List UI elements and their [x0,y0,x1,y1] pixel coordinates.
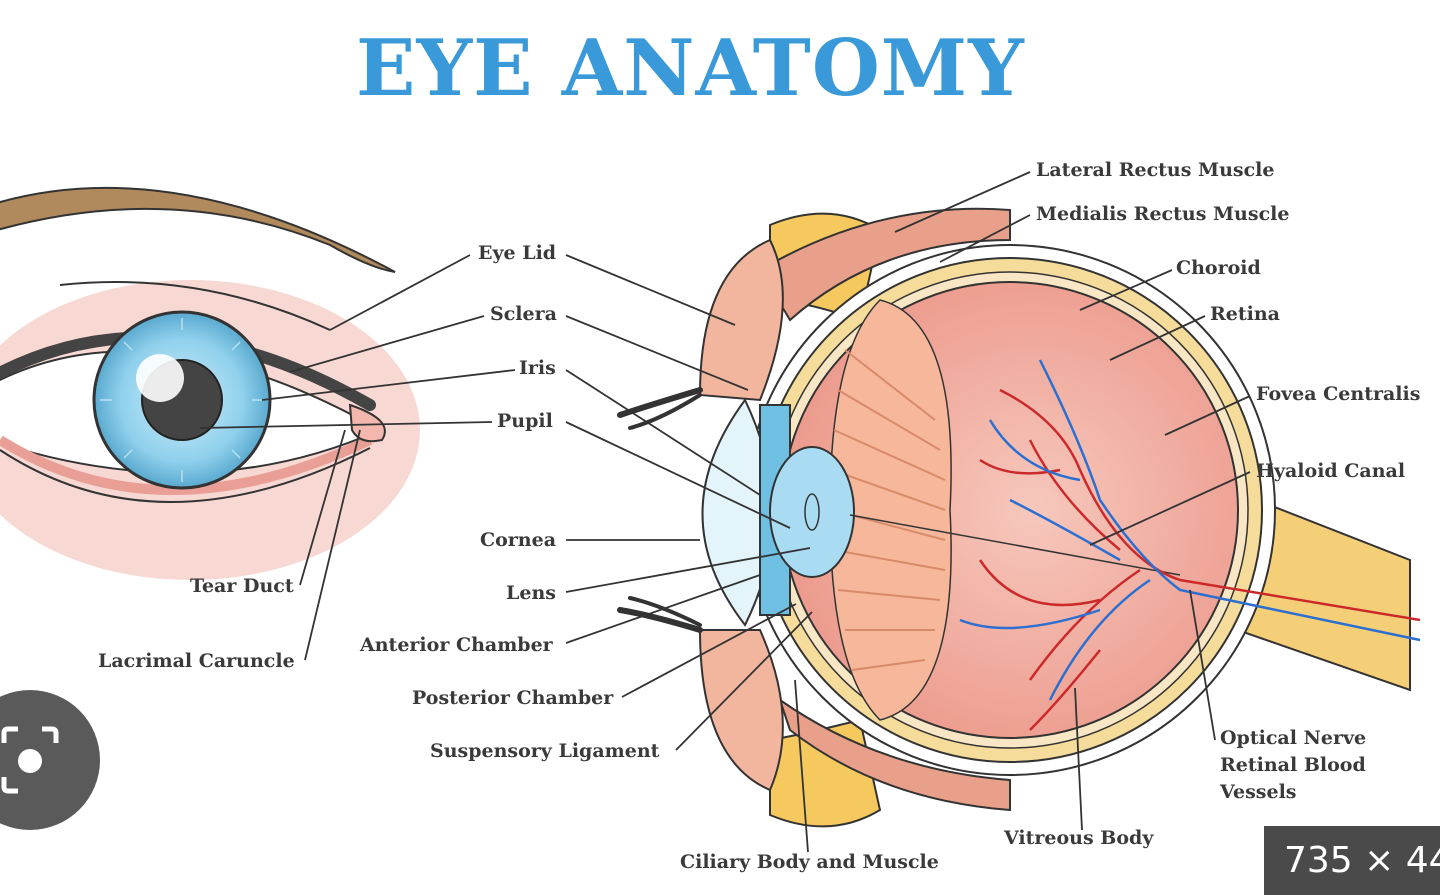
label-lens: Lens [506,582,556,604]
label-ciliary-body: Ciliary Body and Muscle [680,851,939,873]
label-suspensory-ligament: Suspensory Ligament [430,740,660,762]
label-vessels: Vessels [1220,781,1297,803]
label-lacrimal-caruncle: Lacrimal Caruncle [98,650,295,672]
label-medialis-rectus: Medialis Rectus Muscle [1036,203,1290,225]
label-tear-duct: Tear Duct [190,575,294,597]
lens [769,446,855,578]
label-hyaloid: Hyaloid Canal [1256,460,1406,482]
label-cornea: Cornea [480,529,557,551]
front-eye-illustration [0,187,420,580]
label-optical-nerve: Optical Nerve [1220,727,1367,749]
label-vitreous: Vitreous Body [1004,827,1154,849]
cross-section-illustration [617,207,1421,828]
eyelid-bottom [698,629,784,792]
ciliary-body [829,299,952,721]
label-choroid: Choroid [1176,257,1261,279]
label-lateral-rectus: Lateral Rectus Muscle [1036,159,1275,181]
label-pupil: Pupil [497,410,553,432]
retinal-vessels-blue [959,359,1421,701]
label-fovea: Fovea Centralis [1256,383,1421,405]
label-anterior-chamber: Anterior Chamber [360,634,553,656]
label-eye-lid: Eye Lid [478,242,557,264]
page-title: EYE ANATOMY [356,23,1025,114]
eyebrow [0,187,396,273]
label-iris: Iris [519,357,556,379]
camera-lens-icon [1,726,59,794]
label-retina: Retina [1210,303,1280,325]
label-retinal-blood: Retinal Blood [1220,754,1366,776]
eyelid-top [698,238,784,402]
label-sclera: Sclera [490,303,557,325]
label-posterior-chamber: Posterior Chamber [412,687,614,709]
leader-lines [199,171,1251,853]
image-size-badge: 735 × 44 [1264,826,1440,895]
